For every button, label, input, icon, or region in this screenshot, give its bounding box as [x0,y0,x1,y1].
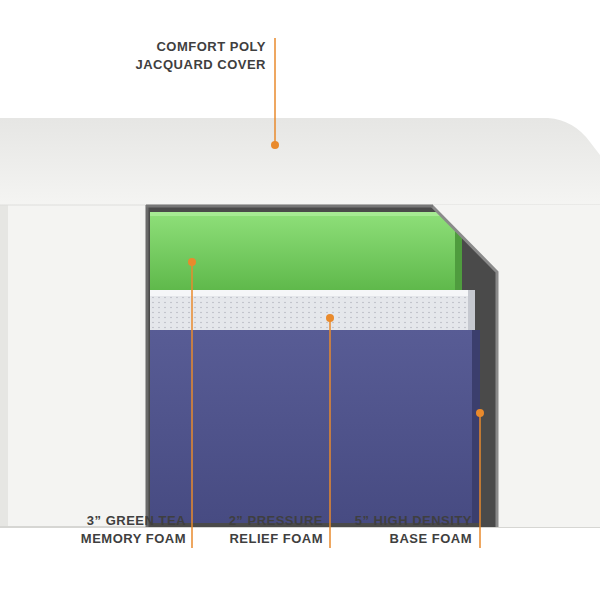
leader-line [191,262,193,548]
base-foam-side [472,330,480,523]
cover-cut-edge [146,205,433,208]
mattress-left-edge [0,205,8,527]
leader-line [274,38,276,145]
cutaway-shadow [146,205,497,527]
mattress-top [0,118,600,215]
cover-right [432,205,600,527]
leader-dot [271,141,279,149]
memory-foam-layer [150,212,462,290]
mattress-front [0,205,600,527]
cover-cut-edge [432,206,497,527]
pressure-foam-layer [150,290,475,330]
leader-dot [188,258,196,266]
pressure-foam-top [150,290,475,296]
pressure-foam-side [468,290,475,330]
leader-line [329,318,331,548]
layer-label: 5” HIGH DENSITY BASE FOAM [342,512,472,548]
cover-cut-edge [146,205,149,527]
pressure-foam-texture [150,296,468,330]
cover-label: COMFORT POLY JACQUARD COVER [116,38,266,74]
layer-label: 3” GREEN TEA MEMORY FOAM [64,512,186,548]
memory-foam-top [150,212,462,216]
leader-line [479,413,481,548]
leader-dot [326,314,334,322]
layer-label: 2” PRESSURE RELIEF FOAM [201,512,323,548]
base-foam-layer [150,330,480,523]
leader-dot [476,409,484,417]
